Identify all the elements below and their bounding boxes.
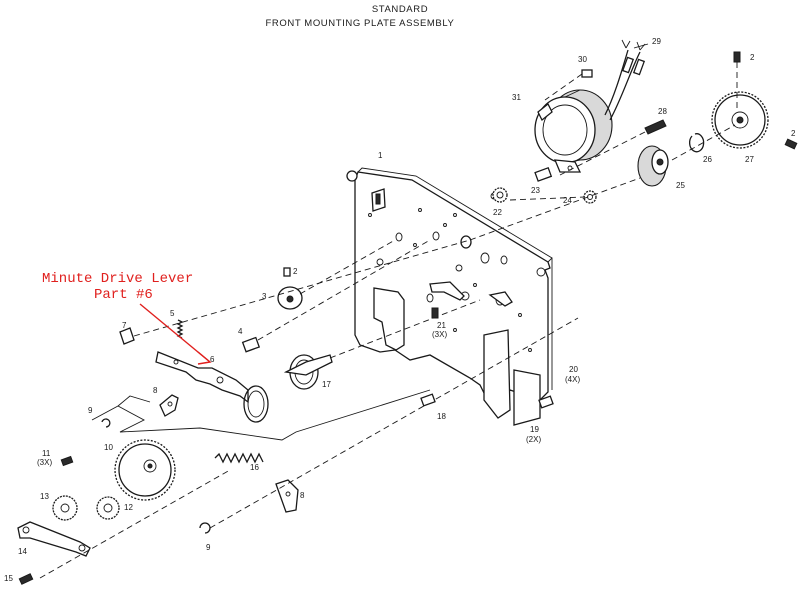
part-label-16: 16 xyxy=(250,463,259,472)
part-label-2-top: 2 xyxy=(750,53,755,62)
part-label-9-lower: 9 xyxy=(206,543,211,552)
motor-assembly xyxy=(534,39,649,173)
part-label-3: 3 xyxy=(262,292,267,301)
part-label-19: 19 xyxy=(530,425,539,434)
diagram-title: FRONT MOUNTING PLATE ASSEMBLY xyxy=(266,18,455,29)
part-label-22: 22 xyxy=(493,208,502,217)
part-label-2-left: 2 xyxy=(293,267,298,276)
part-label-11: 11 xyxy=(42,449,51,458)
part-label-29: 29 xyxy=(652,37,661,46)
part-label-26: 26 xyxy=(703,155,712,164)
part-label-20-qty: (4X) xyxy=(565,375,580,384)
part-label-6: 6 xyxy=(210,355,215,364)
small-hardware-22-24 xyxy=(469,167,641,241)
part-label-5: 5 xyxy=(170,309,175,318)
part-label-10: 10 xyxy=(104,443,113,452)
annotation-line2: Part #6 xyxy=(94,287,153,303)
part-label-11-qty: (3X) xyxy=(37,458,52,467)
part-label-7: 7 xyxy=(122,321,127,330)
part-label-1: 1 xyxy=(378,151,383,160)
part-label-28: 28 xyxy=(658,107,667,116)
part-label-24: 24 xyxy=(563,196,572,205)
part-label-18: 18 xyxy=(437,412,446,421)
part-label-19-qty: (2X) xyxy=(526,435,541,444)
gear-27-group xyxy=(559,51,798,187)
part-label-2-right: 2 xyxy=(791,129,796,138)
part-label-8-lower: 8 xyxy=(300,491,305,500)
annotation-callout: Minute Drive Lever Part #6 xyxy=(42,271,212,365)
part-label-21-qty: (3X) xyxy=(432,330,447,339)
part-label-13: 13 xyxy=(40,492,49,501)
part-label-20: 20 xyxy=(569,365,578,374)
diagram-subtitle: STANDARD xyxy=(372,4,428,15)
part-labels: 1 2 2 2 3 4 5 6 7 8 8 9 9 10 11 (3X) 12 … xyxy=(4,37,796,583)
part-label-9-upper: 9 xyxy=(88,406,93,415)
part-label-21: 21 xyxy=(437,321,446,330)
part-label-12: 12 xyxy=(124,503,133,512)
part-label-15: 15 xyxy=(4,574,13,583)
part-label-17: 17 xyxy=(322,380,331,389)
left-parts xyxy=(17,239,579,585)
part-label-4: 4 xyxy=(238,327,243,336)
part-label-30: 30 xyxy=(578,55,587,64)
part-label-8-upper: 8 xyxy=(153,386,158,395)
annotation-line1: Minute Drive Lever xyxy=(42,271,193,287)
mounting-plate xyxy=(346,167,553,426)
annotation-arrowhead xyxy=(197,351,212,365)
part-label-25: 25 xyxy=(676,181,685,190)
part-label-23: 23 xyxy=(531,186,540,195)
part-label-14: 14 xyxy=(18,547,27,556)
part-label-27: 27 xyxy=(745,155,754,164)
part-label-31: 31 xyxy=(512,93,521,102)
